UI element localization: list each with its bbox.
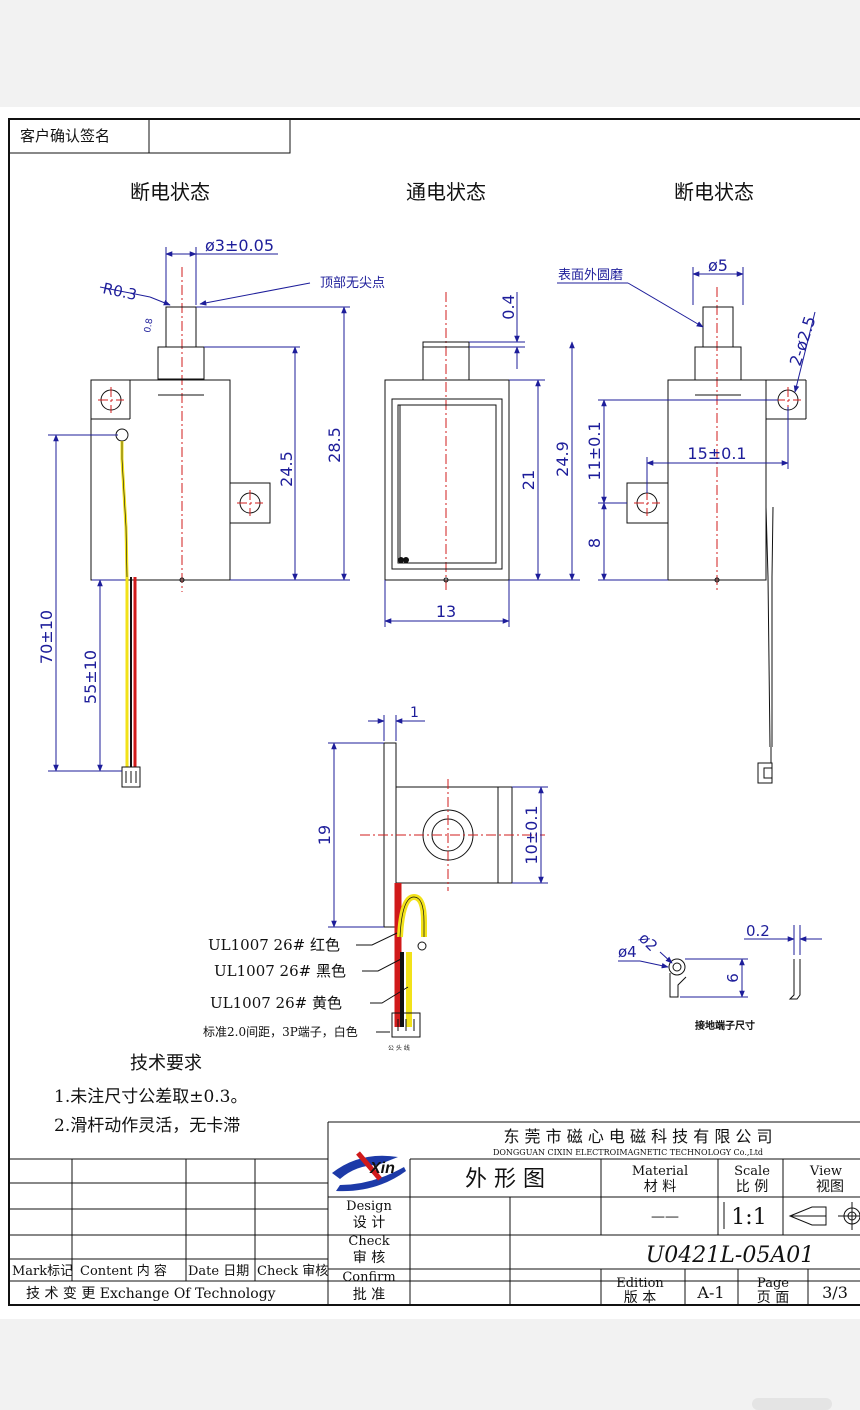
revision-content-header: Content 内 容 bbox=[80, 1263, 167, 1279]
right-plunger bbox=[702, 306, 734, 348]
revision-mark-header: Mark标记 bbox=[12, 1264, 73, 1279]
scale-value: 1:1 bbox=[731, 1205, 766, 1230]
dim-height-21: 21 bbox=[519, 470, 538, 490]
left-lead-wires bbox=[115, 428, 141, 788]
customer-confirm-label: 客户确认签名 bbox=[20, 127, 110, 145]
note-no-sharp-tip: 顶部无尖点 bbox=[320, 276, 385, 291]
dim-terminal-d4: ø4 bbox=[618, 943, 637, 961]
page-label-cn: 页 面 bbox=[757, 1290, 789, 1306]
requirement-1: 1.未注尺寸公差取±0.3。 bbox=[54, 1087, 248, 1107]
scroll-handle[interactable] bbox=[752, 1398, 832, 1410]
design-label-cn: 设 计 bbox=[353, 1215, 385, 1231]
left-solenoid-body bbox=[90, 379, 231, 581]
requirements-heading: 技术要求 bbox=[130, 1053, 202, 1074]
check-label-cn: 审 核 bbox=[353, 1250, 385, 1266]
note-surface-grinding: 表面外圆磨 bbox=[558, 268, 623, 283]
middle-view-title: 通电状态 bbox=[406, 180, 486, 204]
middle-solenoid-frame bbox=[384, 379, 510, 581]
company-logo: Xin bbox=[332, 1151, 406, 1192]
drawing-sheet: 客户确认签名 断电状态 通电状态 断电状态 bbox=[0, 107, 860, 1319]
check-label-en: Check bbox=[348, 1234, 389, 1249]
part-number: U0421L-05A01 bbox=[646, 1243, 814, 1268]
dim-holes-2-d2-5: 2-ø2.5 bbox=[786, 314, 820, 369]
right-solenoid-body bbox=[667, 379, 767, 581]
dim-bottom-8: 8 bbox=[585, 538, 604, 548]
dim-height-19: 19 bbox=[315, 825, 334, 845]
wire-yellow-label: UL1007 26# 黄色 bbox=[210, 994, 342, 1012]
logo-text: Xin bbox=[369, 1160, 395, 1177]
revision-check-header: Check 审核 bbox=[257, 1264, 328, 1279]
dim-stroke-0-4: 0.4 bbox=[499, 294, 518, 319]
drawing-name: 外 形 图 bbox=[465, 1167, 545, 1192]
material-value: —— bbox=[651, 1209, 679, 1225]
dim-terminal-d2: ø2 bbox=[635, 929, 661, 955]
dim-terminal-6: 6 bbox=[724, 973, 742, 983]
projection-symbol bbox=[788, 1202, 860, 1230]
left-plunger bbox=[165, 306, 197, 348]
wire-red-label: UL1007 26# 红色 bbox=[208, 936, 340, 954]
left-view-title: 断电状态 bbox=[130, 180, 210, 204]
dim-height-10: 10±0.1 bbox=[522, 805, 541, 864]
right-view-title: 断电状态 bbox=[674, 180, 754, 204]
dim-height-24-5: 24.5 bbox=[277, 451, 296, 487]
requirement-2: 2.滑杆动作灵活，无卡滞 bbox=[54, 1116, 240, 1136]
dim-tip-radius: R0.3 bbox=[101, 279, 138, 304]
scale-label-cn: 比 例 bbox=[736, 1179, 768, 1195]
dim-hole-height-11: 11±0.1 bbox=[585, 421, 604, 480]
edition-value: A-1 bbox=[696, 1283, 724, 1302]
customer-confirm-box: 客户确认签名 bbox=[8, 118, 291, 154]
revision-date-header: Date 日期 bbox=[188, 1264, 249, 1279]
dim-chamfer: 0.8 bbox=[143, 317, 155, 333]
dim-terminal-0-2: 0.2 bbox=[746, 922, 770, 940]
view-label-en: View bbox=[809, 1164, 842, 1179]
dim-height-28-5: 28.5 bbox=[325, 427, 344, 463]
page-label-en: Page bbox=[757, 1276, 789, 1291]
edition-label-en: Edition bbox=[616, 1276, 664, 1291]
left-view: ø3±0.05 R0.3 顶部无尖点 0.8 24.5 28.5 70±10 5… bbox=[37, 236, 385, 788]
view-label-cn: 视图 bbox=[816, 1179, 844, 1195]
dim-height-24-9: 24.9 bbox=[553, 441, 572, 477]
dim-hole-spacing-15: 15±0.1 bbox=[687, 444, 746, 463]
dim-plunger-diameter: ø3±0.05 bbox=[205, 236, 274, 255]
company-name-cn: 东 莞 市 磁 心 电 磁 科 技 有 限 公 司 bbox=[503, 1127, 772, 1146]
title-block: Xin 东 莞 市 磁 心 电 磁 科 技 有 限 公 司 DONGGUAN C… bbox=[9, 1121, 860, 1306]
terminal-detail: ø2 ø4 6 0.2 接地端子尺寸 bbox=[618, 922, 822, 1032]
page-value: 3/3 bbox=[822, 1283, 848, 1302]
confirm-label-en: Confirm bbox=[342, 1270, 395, 1285]
middle-view: 13 0.4 21 24.9 bbox=[384, 292, 580, 627]
confirm-label-cn: 批 准 bbox=[353, 1287, 385, 1303]
terminal-detail-caption: 接地端子尺寸 bbox=[695, 1019, 755, 1032]
connector-note: 标准2.0间距，3P端子，白色 bbox=[203, 1024, 358, 1039]
connector-small-label: 公 头 线 bbox=[388, 1044, 410, 1052]
material-label-cn: 材 料 bbox=[644, 1179, 676, 1195]
dim-bracket-1: 1 bbox=[410, 705, 419, 721]
right-view: ø5 表面外圆磨 2-ø2.5 11±0.1 8 15±0.1 bbox=[557, 256, 820, 784]
scale-label-en: Scale bbox=[734, 1164, 770, 1179]
company-name-en: DONGGUAN CIXIN ELECTROIMAGNETIC TECHNOLO… bbox=[493, 1148, 763, 1157]
bottom-view: 公 头 线 1 19 10±0.1 UL1007 26# 红色 UL1007 2… bbox=[203, 705, 548, 1052]
technical-requirements: 技术要求 1.未注尺寸公差取±0.3。 2.滑杆动作灵活，无卡滞 bbox=[54, 1053, 248, 1136]
design-label-en: Design bbox=[346, 1199, 392, 1214]
edition-label-cn: 版 本 bbox=[624, 1290, 656, 1306]
dim-plunger-d5: ø5 bbox=[708, 256, 728, 275]
wire-black-label: UL1007 26# 黑色 bbox=[214, 962, 346, 980]
sheet-border bbox=[8, 118, 860, 1306]
revision-footer: 技 术 变 更 Exchange Of Technology bbox=[26, 1286, 276, 1302]
technical-drawing: 客户确认签名 断电状态 通电状态 断电状态 bbox=[8, 118, 860, 1306]
material-label-en: Material bbox=[632, 1164, 688, 1179]
dim-width-13: 13 bbox=[436, 602, 456, 621]
dim-lead-55: 55±10 bbox=[81, 650, 100, 704]
dim-lead-70: 70±10 bbox=[37, 610, 56, 664]
